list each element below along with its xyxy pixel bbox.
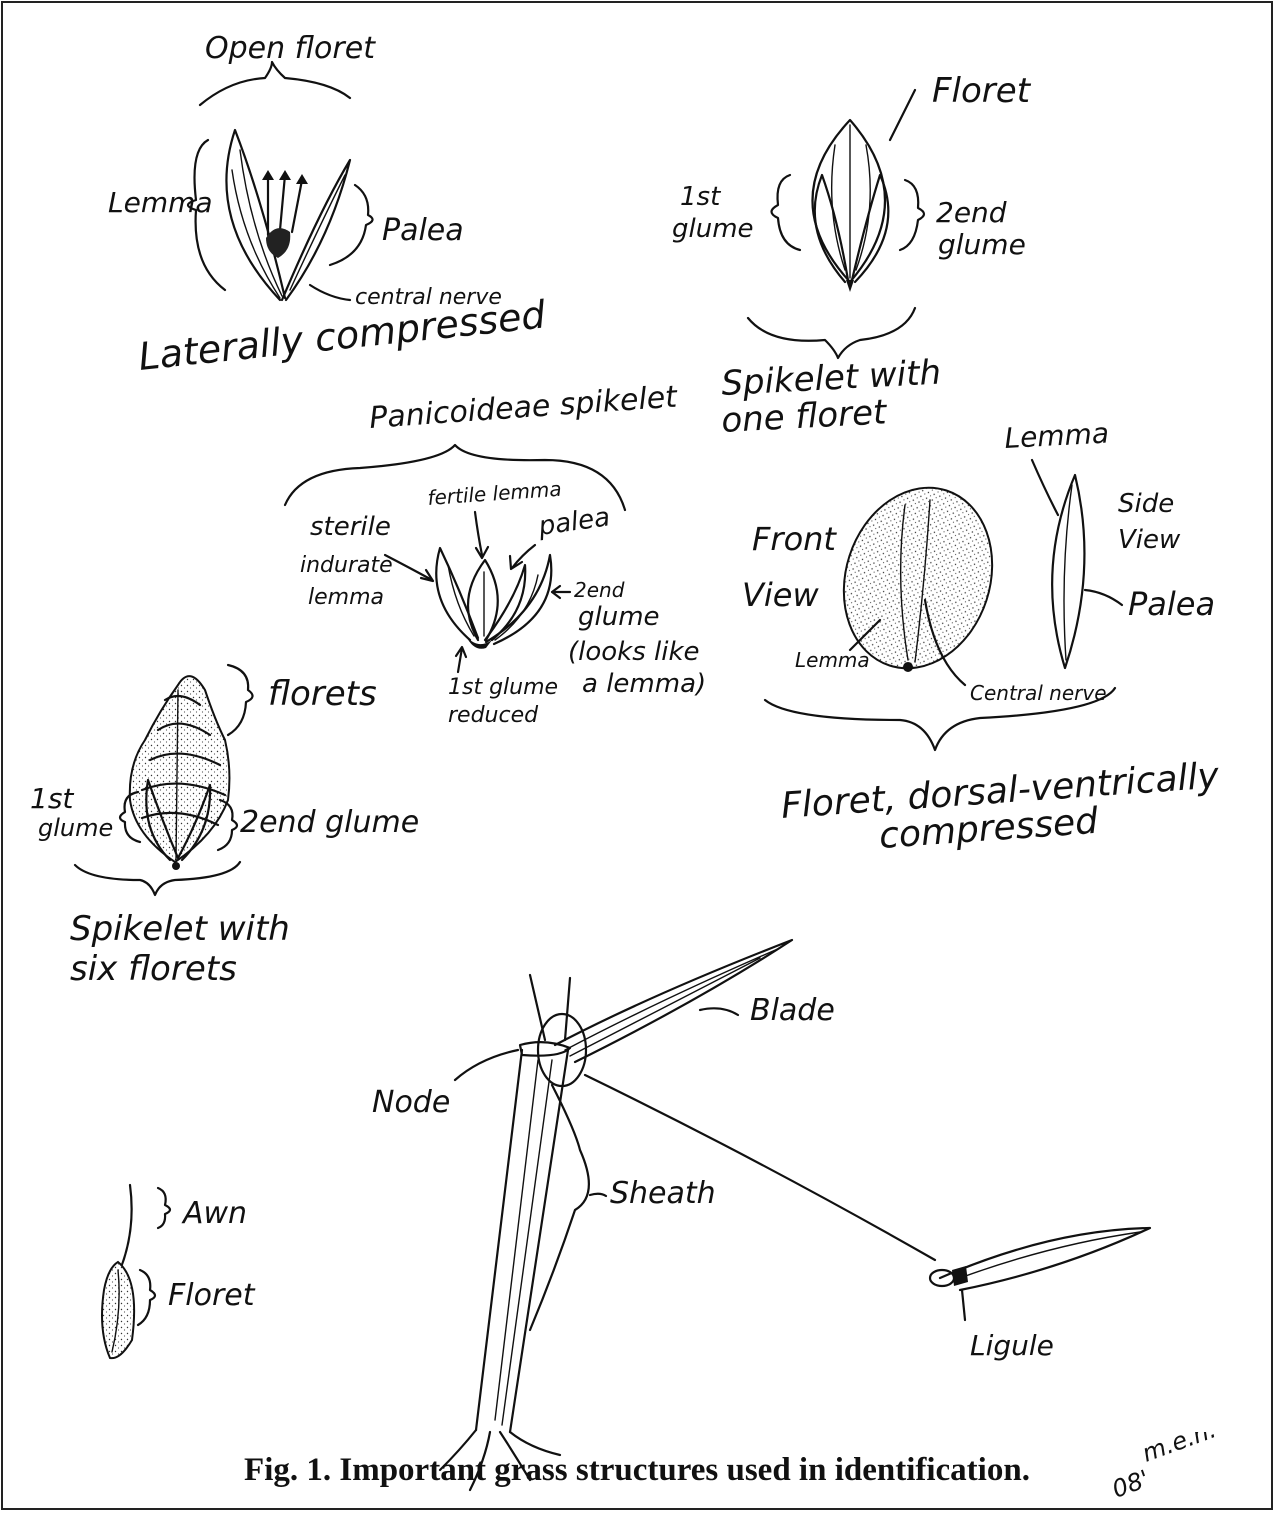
- sheath-pointer: [590, 1194, 606, 1196]
- sheath-brace: [530, 1085, 589, 1330]
- panicoideae-second-glume-label-2: glume: [578, 602, 660, 632]
- panicoideae-sterile-label-2: indurate: [300, 553, 393, 578]
- panicoideae-palea-label: palea: [536, 502, 612, 542]
- open-floret-diagram: Open floret Lemma Palea central nerve La…: [108, 31, 548, 379]
- panicoideae-first-glume-label-1: 1st glume: [448, 675, 558, 700]
- open-floret-lemma-label: Lemma: [108, 186, 213, 219]
- culm-lower-stem: [476, 1050, 568, 1432]
- six-florets-first-glume-label-1: 1st: [30, 782, 74, 815]
- front-view-base: [903, 662, 913, 672]
- awn-shape: [120, 1185, 132, 1270]
- culm-upper: [530, 975, 570, 1040]
- second-glume-arrow: [552, 586, 570, 598]
- central-nerve-pointer: [310, 285, 350, 300]
- dorsal-floret-diagram: Front View Lemma Side View Palea Lemma C…: [742, 417, 1221, 857]
- awned-floret-label: Floret: [168, 1278, 256, 1313]
- dorsal-central-nerve-label: Central nerve: [970, 681, 1107, 705]
- open-floret-title: Open floret: [205, 31, 376, 66]
- awn-brace: [158, 1188, 170, 1228]
- side-lemma-pointer: [1032, 460, 1058, 515]
- ligule-blade-vein: [960, 1232, 1140, 1278]
- panicoideae-title: Panicoideae spikelet: [368, 379, 679, 436]
- one-floret-second-glume-label-1: 2end: [936, 196, 1007, 229]
- one-floret-floret-pointer: [890, 90, 915, 140]
- culm-ligule-circle: [538, 1014, 586, 1086]
- six-florets-subtitle-1: Spikelet with: [70, 909, 290, 949]
- panicoideae-second-glume-label-3: (looks like: [568, 637, 700, 667]
- six-florets-spikelet-diagram: florets 1st glume 2end glume Spikelet wi…: [30, 665, 419, 989]
- open-floret-lemma-veins: [232, 150, 282, 298]
- one-floret-first-glume-label-2: glume: [672, 214, 754, 244]
- one-floret-base: [846, 280, 854, 292]
- ligule-shape: [952, 1266, 968, 1286]
- six-florets-florets-label: florets: [268, 674, 377, 714]
- culm-node-label: Node: [372, 1085, 450, 1120]
- open-floret-brace: [200, 62, 350, 105]
- one-floret-subtitle-2: one floret: [720, 392, 889, 441]
- one-floret-bottom-brace: [748, 308, 915, 358]
- ligule-pointer: [962, 1290, 965, 1320]
- side-view-palea-label: Palea: [1128, 585, 1215, 623]
- six-florets-subtitle-2: six florets: [70, 949, 237, 989]
- panicoideae-first-glume-label-2: reduced: [448, 703, 539, 728]
- culm-blade-veins: [565, 948, 780, 1056]
- one-floret-second-glume-label-2: glume: [938, 228, 1026, 261]
- awn-label: Awn: [181, 1196, 247, 1231]
- culm-stem-lines: [495, 1060, 552, 1425]
- open-floret-ovary: [266, 228, 290, 258]
- panicoideae-second-glume-label-4: a lemma): [582, 669, 706, 699]
- culm-blade-label: Blade: [750, 993, 835, 1028]
- node-pointer: [455, 1050, 518, 1080]
- six-florets-second-glume-label: 2end glume: [240, 805, 419, 840]
- open-floret-palea-label: Palea: [382, 213, 464, 248]
- ligule-magnify-line: [585, 1075, 935, 1260]
- one-floret-veins: [832, 125, 871, 278]
- one-floret-spikelet-diagram: Floret 1st glume 2end glume Spikelet wit…: [672, 71, 1032, 441]
- panicoideae-second-glume-shape: [486, 555, 551, 644]
- awned-floret-brace: [138, 1270, 155, 1325]
- awned-floret-diagram: Awn Floret: [102, 1185, 256, 1358]
- six-florets-body: [130, 676, 230, 862]
- palea-pointer: [512, 545, 535, 568]
- culm-ligule-label: Ligule: [970, 1329, 1054, 1362]
- panicoideae-sterile-label-3: lemma: [308, 585, 384, 610]
- one-floret-second-glume-brace: [900, 180, 924, 250]
- panicoideae-fertile-lemma-label: fertile lemma: [427, 477, 563, 510]
- six-florets-base: [172, 862, 180, 870]
- open-floret-lemma-shape: [226, 130, 285, 300]
- open-floret-palea-vein: [290, 175, 345, 290]
- one-floret-floret-label: Floret: [932, 71, 1032, 111]
- six-florets-bottom-brace: [75, 862, 240, 895]
- side-view-lemma-label: Lemma: [1004, 417, 1110, 455]
- culm-diagram: Blade Node Sheath Ligule: [372, 940, 1150, 1490]
- culm-node-shape: [520, 1042, 570, 1056]
- first-glume-arrow: [456, 647, 466, 672]
- culm-sheath-label: Sheath: [610, 1176, 716, 1211]
- front-view-lemma-label: Lemma: [795, 648, 870, 672]
- side-view-label-1: Side: [1118, 489, 1174, 519]
- side-palea-pointer: [1085, 590, 1122, 605]
- one-floret-first-glume-brace: [772, 175, 801, 250]
- one-floret-first-glume-label-1: 1st: [680, 182, 721, 212]
- ligule-blade-shape: [940, 1228, 1150, 1290]
- front-view-label-1: Front: [752, 520, 837, 558]
- open-floret-subtitle: Laterally compressed: [136, 292, 548, 379]
- palea-brace: [330, 185, 373, 265]
- blade-pointer: [700, 1008, 738, 1015]
- side-view-floret-shape: [1052, 475, 1084, 668]
- panicoideae-sterile-label-1: sterile: [310, 512, 391, 542]
- side-view-label-2: View: [1118, 525, 1181, 555]
- six-florets-florets-brace: [228, 665, 253, 735]
- six-florets-first-glume-label-2: glume: [38, 814, 113, 842]
- front-view-label-2: View: [742, 576, 819, 614]
- figure-caption: Fig. 1. Important grass structures used …: [0, 1452, 1274, 1489]
- side-view-vein: [1064, 485, 1072, 660]
- panicoideae-second-glume-label-1: 2end: [574, 578, 625, 602]
